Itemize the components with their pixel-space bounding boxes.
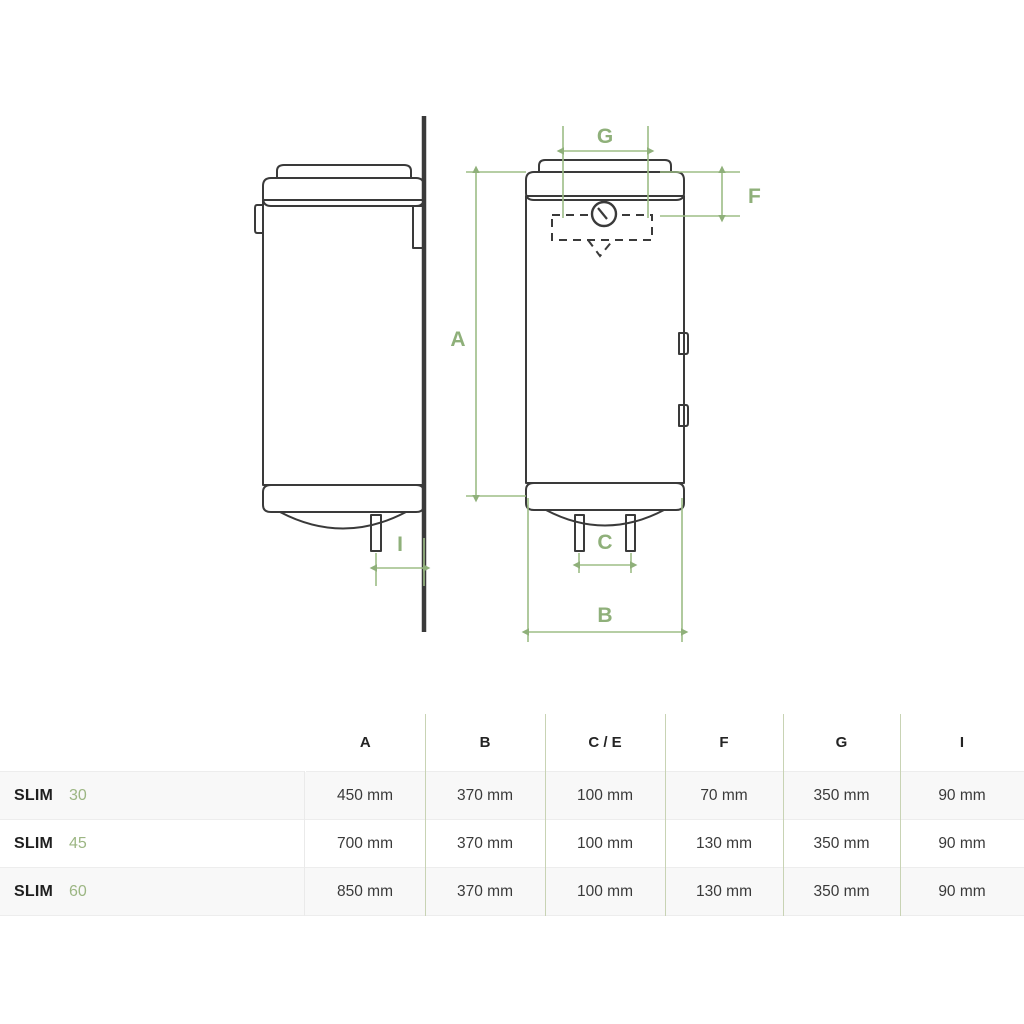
front-view-side-tab-lower [678, 404, 689, 427]
side-view-wall-bracket [412, 205, 425, 249]
side-view-left-tab [254, 204, 264, 234]
dimension-label-G: G [597, 125, 613, 148]
dimension-C: C [572, 531, 638, 573]
cell-i: 90 mm [900, 819, 1024, 868]
internal-bracket-notch [587, 239, 614, 258]
front-view-body [525, 195, 685, 484]
model-cell: SLIM 45 [0, 819, 305, 868]
model-name: SLIM [14, 786, 54, 804]
model-name: SLIM [14, 834, 54, 852]
cell-f: 70 mm [665, 771, 783, 820]
column-header-a: A [305, 714, 425, 772]
specification-table: A B C / E F G I SLIM 30 450 mm 370 mm 100… [0, 714, 1024, 916]
cell-i: 90 mm [900, 867, 1024, 916]
dimension-I: I [369, 533, 431, 586]
cell-b: 370 mm [425, 771, 545, 820]
dimension-label-A: A [450, 328, 465, 351]
dimension-B: B [521, 498, 689, 642]
table-row: SLIM 30 450 mm 370 mm 100 mm 70 mm 350 mm… [0, 771, 1024, 820]
cell-ce: 100 mm [545, 771, 665, 820]
front-view-pipe-right [625, 514, 636, 552]
thermostat-dial [590, 200, 618, 228]
column-divider-b-ce [545, 714, 546, 916]
model-size: 45 [69, 834, 87, 852]
cell-i: 90 mm [900, 771, 1024, 820]
cell-g: 350 mm [783, 819, 900, 868]
front-view-side-tab-upper [678, 332, 689, 355]
column-header-b: B [425, 714, 545, 772]
side-view-outlet-pipe [370, 514, 382, 552]
cell-ce: 100 mm [545, 819, 665, 868]
model-size: 30 [69, 786, 87, 804]
table-header-row: A B C / E F G I [0, 714, 1024, 772]
column-header-ce: C / E [545, 714, 665, 772]
model-size: 60 [69, 882, 87, 900]
dimension-G: G [556, 125, 655, 218]
table-row: SLIM 60 850 mm 370 mm 100 mm 130 mm 350 m… [0, 867, 1024, 916]
technical-drawing: I [254, 116, 761, 642]
front-view-top-collar [525, 171, 685, 201]
table-row: SLIM 45 700 mm 370 mm 100 mm 130 mm 350 m… [0, 819, 1024, 868]
cell-g: 350 mm [783, 771, 900, 820]
cell-f: 130 mm [665, 819, 783, 868]
model-cell: SLIM 60 [0, 867, 305, 916]
model-cell: SLIM 30 [0, 771, 305, 820]
column-divider-g-i [900, 714, 901, 916]
table-header: A B C / E F G I [0, 714, 1024, 772]
model-name: SLIM [14, 882, 54, 900]
side-view-tank [254, 164, 425, 552]
front-view-pipe-left [574, 514, 585, 552]
dimension-A: A [450, 165, 526, 503]
side-view-body [262, 199, 425, 486]
cell-a: 700 mm [305, 819, 425, 868]
cell-a: 850 mm [305, 867, 425, 916]
dimension-label-C: C [597, 531, 612, 554]
front-view-bottom-dome [545, 509, 665, 527]
front-view-bottom-collar [525, 482, 685, 511]
spec-table-element: A B C / E F G I SLIM 30 450 mm 370 mm 100… [0, 714, 1024, 916]
column-header-f: F [665, 714, 783, 772]
dimension-label-B: B [597, 604, 612, 627]
side-view-top-lip [276, 164, 412, 179]
column-divider-a-b [425, 714, 426, 916]
cell-a: 450 mm [305, 771, 425, 820]
dimension-label-I: I [397, 533, 403, 556]
cell-f: 130 mm [665, 867, 783, 916]
cell-g: 350 mm [783, 867, 900, 916]
column-header-model [0, 714, 306, 772]
dimension-label-F: F [748, 185, 761, 208]
column-divider-f-g [783, 714, 784, 916]
cell-b: 370 mm [425, 867, 545, 916]
front-view-internal-element [551, 214, 653, 258]
cell-b: 370 mm [425, 819, 545, 868]
column-divider-ce-f [665, 714, 666, 916]
cell-ce: 100 mm [545, 867, 665, 916]
side-view-bottom-dome [279, 511, 407, 530]
column-header-g: G [783, 714, 900, 772]
column-header-i: I [900, 714, 1024, 772]
side-view-top-collar [262, 177, 425, 207]
side-view-bottom-collar [262, 484, 425, 513]
dimension-F: F [660, 165, 761, 223]
front-view-top-lip [538, 159, 672, 173]
drawing-canvas: I [254, 116, 761, 642]
table-body: SLIM 30 450 mm 370 mm 100 mm 70 mm 350 mm… [0, 771, 1024, 916]
column-divider-model [304, 771, 305, 916]
